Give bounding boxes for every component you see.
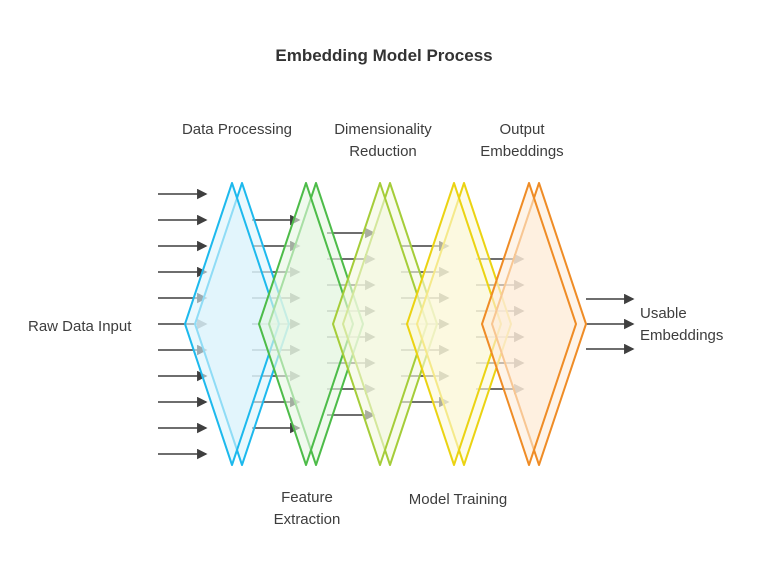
stage-label-dimensionality-reduction: Dimensionality Reduction (334, 121, 432, 160)
stage-label-output-embeddings: Output Embeddings (480, 121, 564, 160)
stage-label-data-processing: Data Processing (181, 121, 293, 138)
input-label: Raw Data Input (28, 318, 132, 335)
stage-diamond-shape (481, 182, 577, 466)
stage-diamond-1 (258, 182, 364, 466)
stage-label-feature-extraction: Feature Extraction (273, 489, 341, 528)
stage-diamond-4 (481, 182, 587, 466)
stage-label-model-training: Model Training (408, 491, 508, 508)
output-label: Usable Embeddings (640, 305, 724, 344)
diagram-title: Embedding Model Process (275, 46, 493, 65)
stage-diamond-3 (406, 182, 512, 466)
stage-diamond-2 (332, 182, 438, 466)
